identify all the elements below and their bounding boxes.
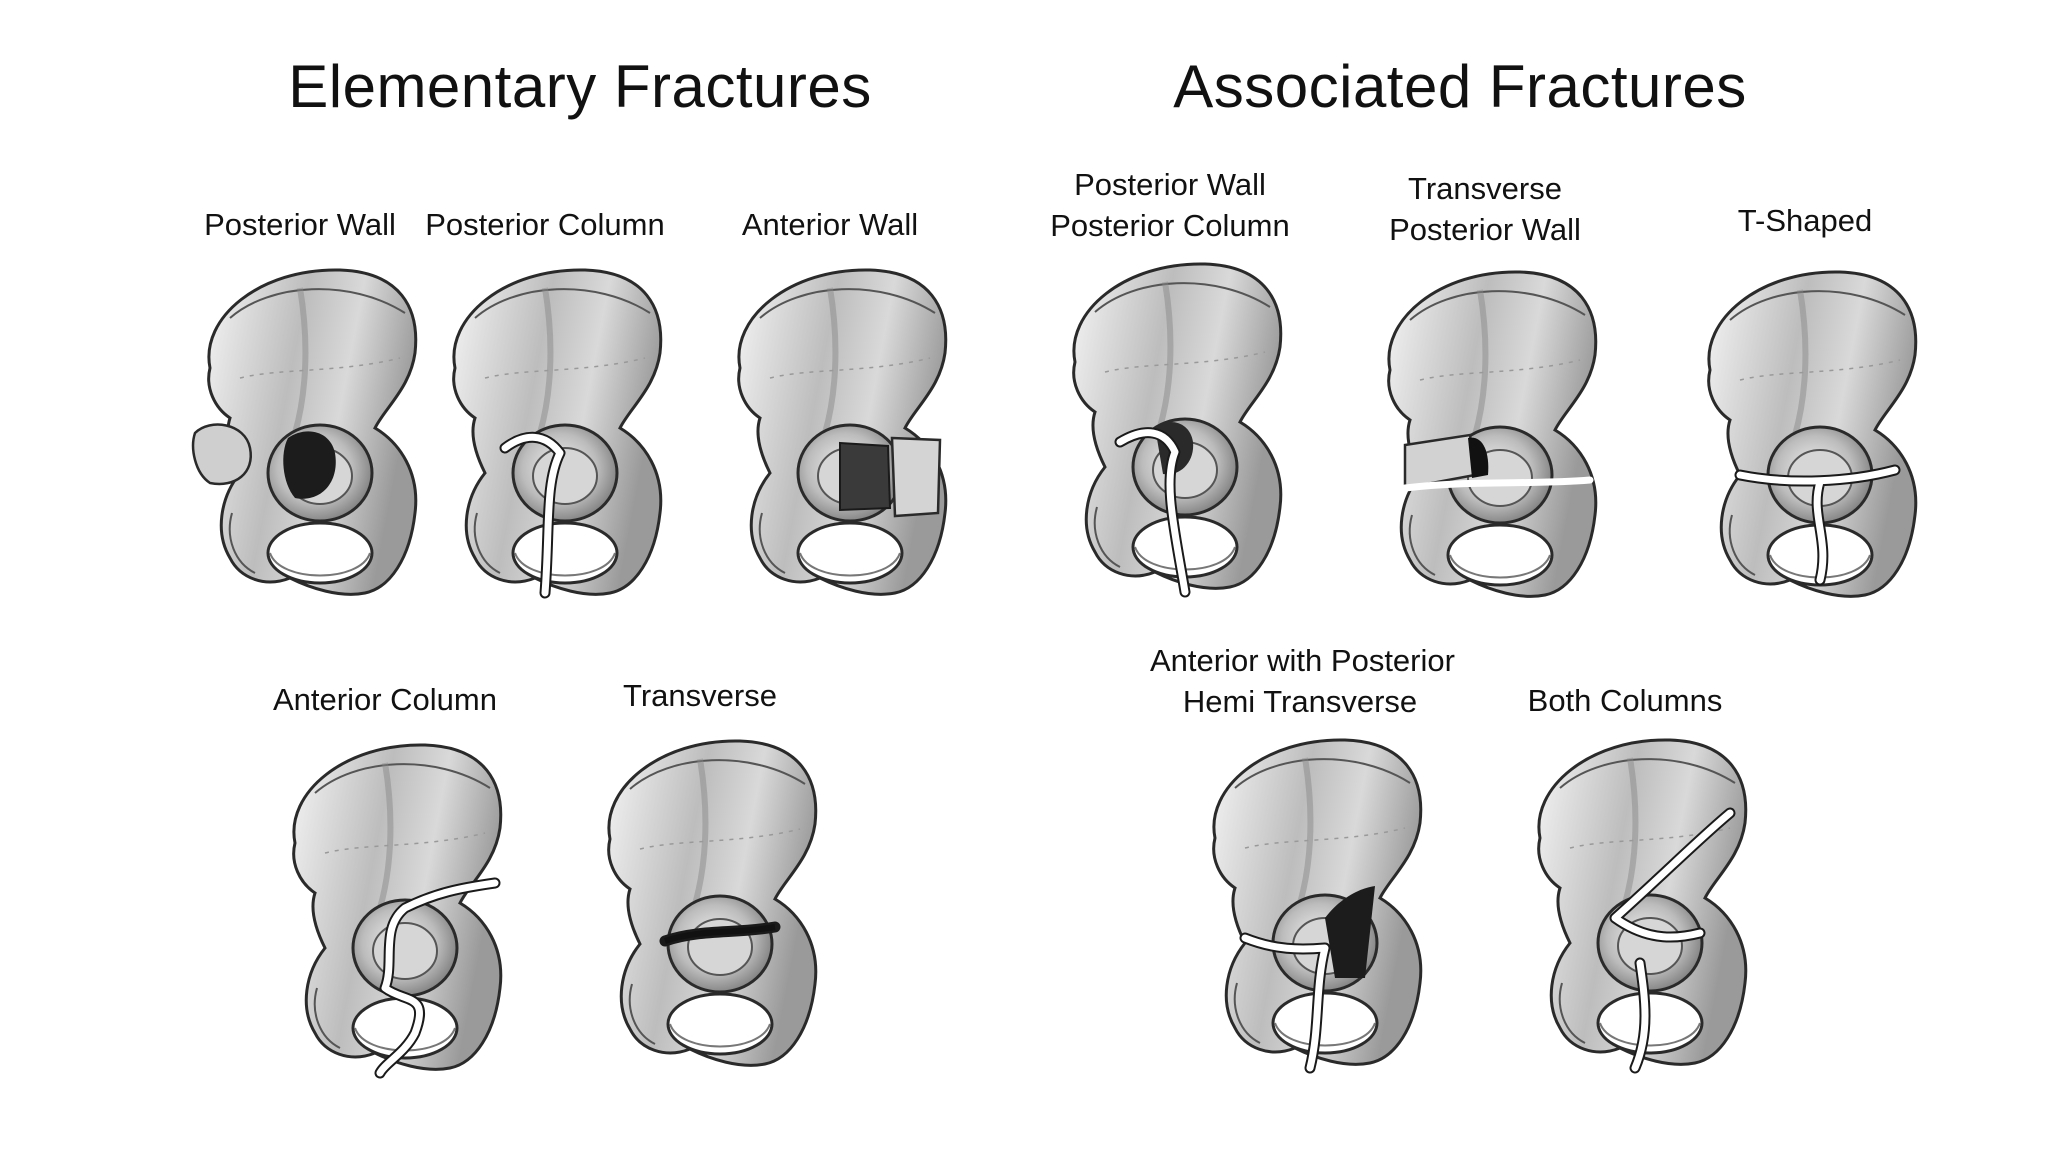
- figure-label: Posterior Column: [415, 204, 675, 245]
- figure-label-line: Anterior with Posterior: [1150, 643, 1455, 678]
- figure-label: Transverse Posterior Wall: [1335, 168, 1635, 250]
- figure-label: Posterior Wall Posterior Column: [1020, 164, 1320, 246]
- figure-anterior-column: Anterior Column: [255, 675, 515, 1145]
- pelvis-illustration: [1030, 252, 1310, 612]
- pelvis-illustration: [415, 258, 685, 618]
- figure-t-shaped: T-Shaped: [1655, 160, 1955, 660]
- figure-transverse: Transverse: [570, 675, 830, 1145]
- figure-label: Transverse: [570, 675, 830, 716]
- figure-posterior-wall: Posterior Wall: [170, 200, 430, 670]
- figure-label-line: T-Shaped: [1737, 203, 1873, 238]
- pelvis-illustration: [1665, 260, 1945, 620]
- figure-label: T-Shaped: [1655, 200, 1955, 241]
- pelvis-illustration: [700, 258, 970, 618]
- figure-label: Posterior Wall: [170, 204, 430, 245]
- figure-label-line: Posterior Wall: [204, 207, 396, 242]
- pelvis-illustration: [255, 733, 525, 1093]
- figure-both-columns: Both Columns: [1475, 640, 1775, 1150]
- figure-label: Anterior Column: [255, 679, 515, 720]
- figure-label-line: Both Columns: [1527, 683, 1723, 718]
- figure-label-line: Anterior Wall: [741, 207, 919, 242]
- figure-label-line: Transverse: [623, 678, 777, 713]
- pelvis-illustration: [170, 258, 440, 618]
- figure-posterior-wall-posterior-column: Posterior Wall Posterior Column: [1020, 160, 1320, 660]
- figure-anterior-wall: Anterior Wall: [700, 200, 960, 670]
- figure-label: Anterior Wall: [700, 204, 960, 245]
- pelvis-illustration: [1345, 260, 1625, 620]
- pelvis-illustration: [1170, 728, 1450, 1088]
- figure-label-line: Posterior Wall: [1389, 212, 1581, 247]
- figure-anterior-posterior-hemi-transverse: Anterior with Posterior Hemi Transverse: [1150, 640, 1455, 1150]
- figure-label: Both Columns: [1475, 680, 1775, 721]
- figure-label-line: Anterior Column: [273, 682, 497, 717]
- figure-label-line: Posterior Wall: [1074, 167, 1266, 202]
- elementary-fractures-heading: Elementary Fractures: [288, 53, 872, 120]
- figure-label-line: Posterior Column: [1050, 208, 1290, 243]
- figure-posterior-column: Posterior Column: [415, 200, 675, 670]
- figure-transverse-posterior-wall: Transverse Posterior Wall: [1335, 160, 1635, 660]
- figure-label-line: Hemi Transverse: [1182, 684, 1418, 719]
- figure-label-line: Posterior Column: [425, 207, 665, 242]
- figure-label: Anterior with Posterior Hemi Transverse: [1150, 640, 1455, 722]
- pelvis-illustration: [570, 729, 840, 1089]
- pelvis-illustration: [1495, 728, 1775, 1088]
- associated-fractures-heading: Associated Fractures: [1173, 53, 1747, 120]
- figure-label-line: Transverse: [1408, 171, 1562, 206]
